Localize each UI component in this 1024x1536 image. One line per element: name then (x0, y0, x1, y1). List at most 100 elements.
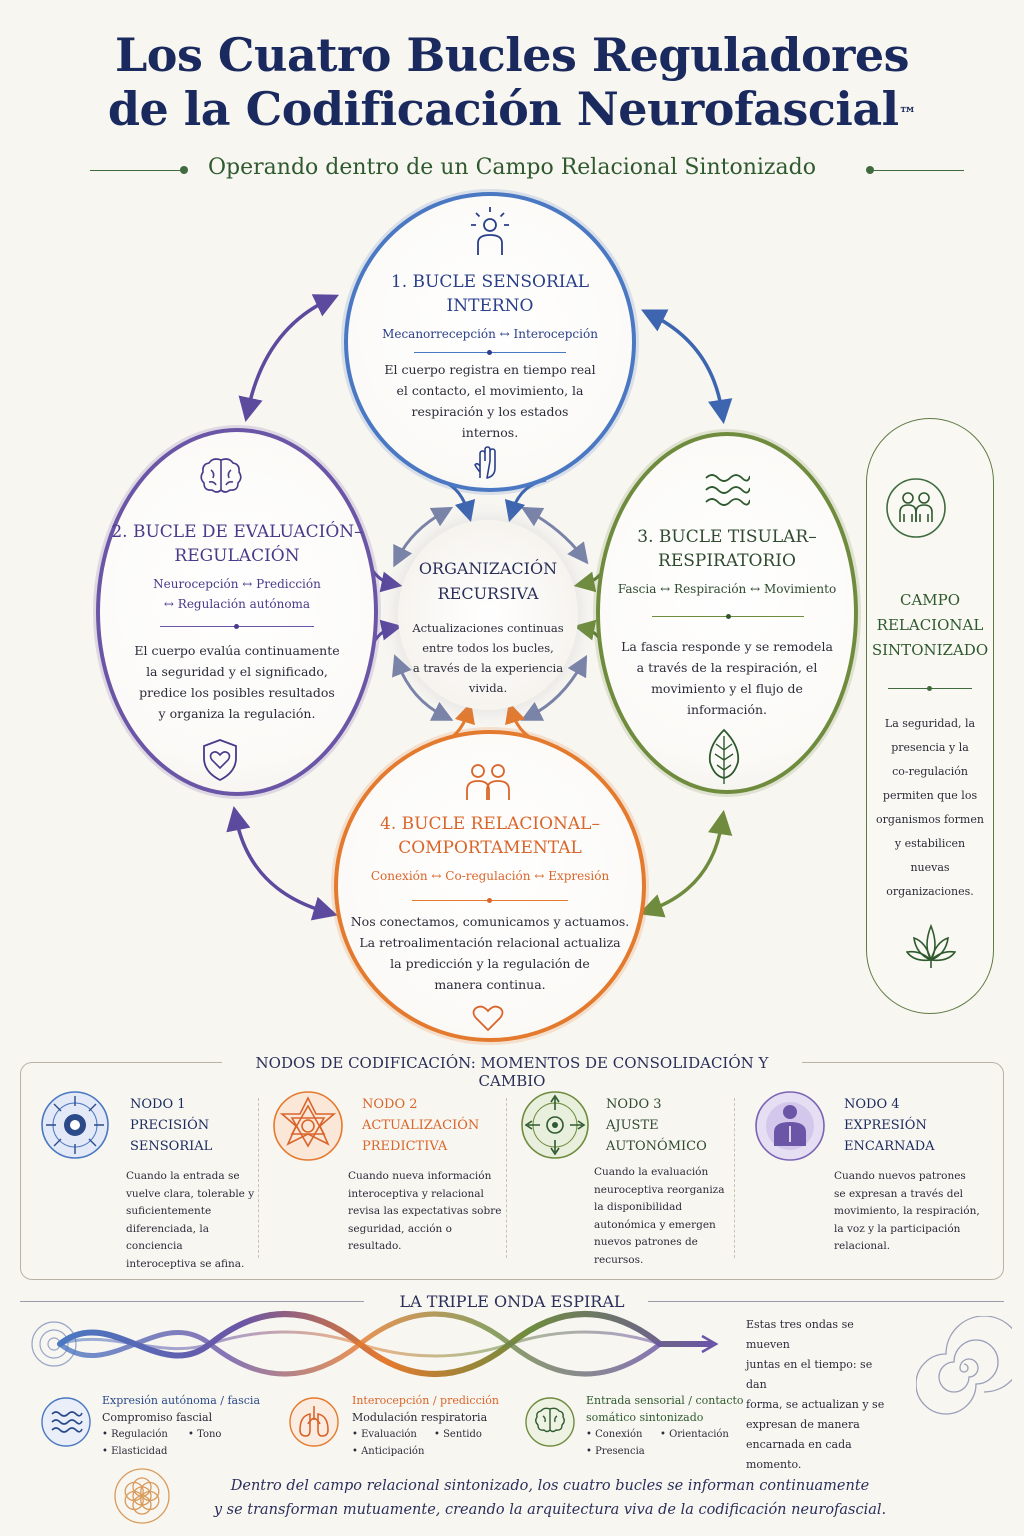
node-2-desc-line-3: revisa las expectativas sobre (348, 1205, 502, 1217)
core-title: ORGANIZACIÓN RECURSIVA (398, 556, 578, 606)
field-title-1: CAMPO (899, 591, 961, 609)
core-desc-line-4: vivida. (468, 681, 508, 695)
field-title-3: SINTONIZADO (871, 641, 989, 659)
precision-target-icon (41, 1091, 109, 1159)
core-desc-line-1: Actualizaciones continuas (412, 621, 564, 635)
wave-item-3-bullet-2: • Orientación (660, 1429, 729, 1440)
wave-item-1-bullet-1: • Regulación (102, 1429, 168, 1440)
flower-of-life-icon (114, 1468, 170, 1524)
node-1-title-line-2: PRECISIÓN (130, 1118, 210, 1133)
node-4-desc-line-5: relacional. (834, 1240, 891, 1252)
field-desc-line-1: La seguridad, la (884, 717, 976, 730)
loop-tisular-title-1: 3. BUCLE TISULAR– (637, 527, 817, 547)
title-line-2: de la Codificación Neurofascial™ (0, 82, 1024, 136)
loop-tisular-desc-line-3: movimiento y el flujo de (651, 681, 803, 696)
arrow-sensorial-tisular (641, 309, 733, 425)
field-desc-line-2: presencia y la (891, 741, 969, 754)
subtitle-rule-left (90, 170, 182, 171)
wave-side-line-3: forma, se actualizan y se (746, 1398, 885, 1411)
arrow-core-se (520, 654, 588, 721)
loop-relacional-subtitle: Conexión ↔ Co-regulación ↔ Expresión (370, 869, 610, 883)
campo-relacional-panel (866, 418, 994, 1014)
node-2-desc-line-2: interoceptiva y relacional (348, 1187, 484, 1200)
footer-statement: Dentro del campo relacional sintonizado,… (150, 1474, 950, 1522)
loop-tisular-desc-line-4: información. (686, 702, 768, 717)
loop-evaluacion-description: El cuerpo evalúa continuamente la seguri… (112, 640, 362, 724)
loop-tisular-title-2: RESPIRATORIO (658, 551, 796, 571)
wave-item-2-bullet-2: • Sentido (434, 1429, 482, 1440)
loop-sensorial-description: El cuerpo registra en tiempo real el con… (374, 359, 606, 443)
loop-relacional-description: Nos conectamos, comunicamos y actuamos. … (346, 911, 634, 995)
loop-relacional-desc-line-4: manera continua. (434, 977, 546, 992)
node-1-title: NODO 1 PRECISIÓN SENSORIAL (130, 1094, 212, 1157)
lotus-icon (906, 923, 956, 968)
subtitle-dot-right (866, 166, 874, 174)
field-desc-line-5: organismos formen (876, 813, 984, 826)
footer-line-1: Dentro del campo relacional sintonizado,… (230, 1478, 870, 1494)
node-3-title: NODO 3 AJUSTE AUTONÓMICO (606, 1094, 707, 1157)
node-2-desc-line-1: Cuando nueva información (348, 1170, 492, 1182)
people-circle-icon (886, 478, 946, 538)
wave-item-1-bullet-2: • Tono (188, 1429, 222, 1440)
node-3-desc-line-1: Cuando la evaluación (594, 1166, 709, 1178)
wave-side-line-6: momento. (746, 1458, 802, 1471)
loop-relacional-title-1: 4. BUCLE RELACIONAL– (380, 814, 600, 834)
loop-relacional-desc-line-3: la predicción y la regulación de (390, 956, 590, 971)
loop-sensorial-ring (344, 192, 636, 492)
loop-sensorial-separator-dot (487, 350, 492, 355)
arrow-core-ne (520, 506, 589, 565)
wave-item-2-title: Interocepción / predicción (352, 1394, 499, 1407)
loop-sensorial-subtitle: Mecanorrecepción ↔ Interocepción (382, 327, 598, 341)
wave-item-2-subtitle: Modulación respiratoria (352, 1411, 488, 1424)
loop-sensorial-desc-line-3: respiración y los estados (411, 404, 569, 419)
loop-relacional-title-2: COMPORTAMENTAL (398, 838, 582, 858)
core-title-1: ORGANIZACIÓN (418, 559, 558, 578)
node-1-desc-line-1: Cuando la entrada se (126, 1170, 240, 1182)
waves-icon (705, 474, 750, 506)
node-3-desc-line-5: nuevos patrones de (594, 1236, 698, 1248)
loop-sensorial-title-2: INTERNO (446, 296, 534, 316)
loop-tisular-desc-line-1: La fascia responde y se remodela (621, 639, 833, 654)
field-desc-line-7: nuevas (910, 861, 950, 874)
subtitle-dot-left (180, 166, 188, 174)
wave-item-1-subtitle: Compromiso fascial (102, 1411, 213, 1424)
loop-evaluacion-sub-1: Neurocepción ↔ Predicción (153, 577, 321, 591)
waves-circle-icon (41, 1397, 91, 1447)
loop-evaluacion-sub-2: ↔ Regulación autónoma (163, 597, 311, 611)
brain-circle-icon (525, 1397, 575, 1447)
loop-evaluacion-separator-dot (234, 624, 239, 629)
loop-evaluacion-title-2: REGULACIÓN (174, 546, 300, 566)
node-2-title-line-2: ACTUALIZACIÓN (362, 1118, 480, 1133)
star-mandala-icon (273, 1091, 343, 1161)
campo-relacional-title: CAMPO RELACIONAL SINTONIZADO (866, 588, 994, 663)
node-3-title-line-1: NODO 3 (606, 1097, 662, 1112)
node-1-title-line-3: SENSORIAL (130, 1139, 213, 1154)
wave-item-3-title: Entrada sensorial / contacto (586, 1394, 744, 1407)
field-title-2: RELACIONAL (876, 616, 984, 634)
field-separator-dot (927, 686, 932, 691)
loop-evaluacion-title-1: 2. BUCLE DE EVALUACIÓN– (111, 522, 363, 542)
node-4-desc-line-1: Cuando nuevos patrones (834, 1170, 966, 1182)
loop-sensorial-desc-line-4: internos. (461, 425, 519, 440)
core-title-2: RECURSIVA (437, 584, 539, 603)
lungs-icon (289, 1397, 339, 1447)
loop-evaluacion-desc-line-1: El cuerpo evalúa continuamente (134, 643, 340, 658)
page-title: Los Cuatro Bucles Reguladores de la Codi… (0, 28, 1024, 136)
embodied-person-icon (755, 1091, 825, 1161)
node-separator-2 (506, 1098, 507, 1258)
loop-evaluacion-title: 2. BUCLE DE EVALUACIÓN– REGULACIÓN Neuro… (110, 520, 364, 614)
wave-item-2-bullet-1: • Evaluación (352, 1429, 417, 1440)
node-3-desc-line-3: la disponibilidad (594, 1201, 683, 1213)
core-circle (398, 520, 578, 710)
wave-title-rule-left (20, 1301, 364, 1302)
loop-evaluacion-desc-line-2: la seguridad y el significado, (146, 664, 328, 679)
arrow-tisular-relacional (638, 809, 733, 918)
footer-line-2: y se transforman mutuamente, creando la … (213, 1502, 887, 1518)
wave-title: LA TRIPLE ONDA ESPIRAL (399, 1292, 625, 1311)
loop-tisular-description: La fascia responde y se remodela a travé… (612, 636, 842, 720)
node-3-desc-line-4: autonómica y emergen (594, 1218, 716, 1231)
node-4-title: NODO 4 EXPRESIÓN ENCARNADA (844, 1094, 935, 1157)
loop-relacional-desc-line-2: La retroalimentación relacional actualiz… (359, 935, 621, 950)
brain-icon (200, 458, 242, 493)
loop-sensorial-desc-line-2: el contacto, el movimiento, la (396, 383, 584, 398)
